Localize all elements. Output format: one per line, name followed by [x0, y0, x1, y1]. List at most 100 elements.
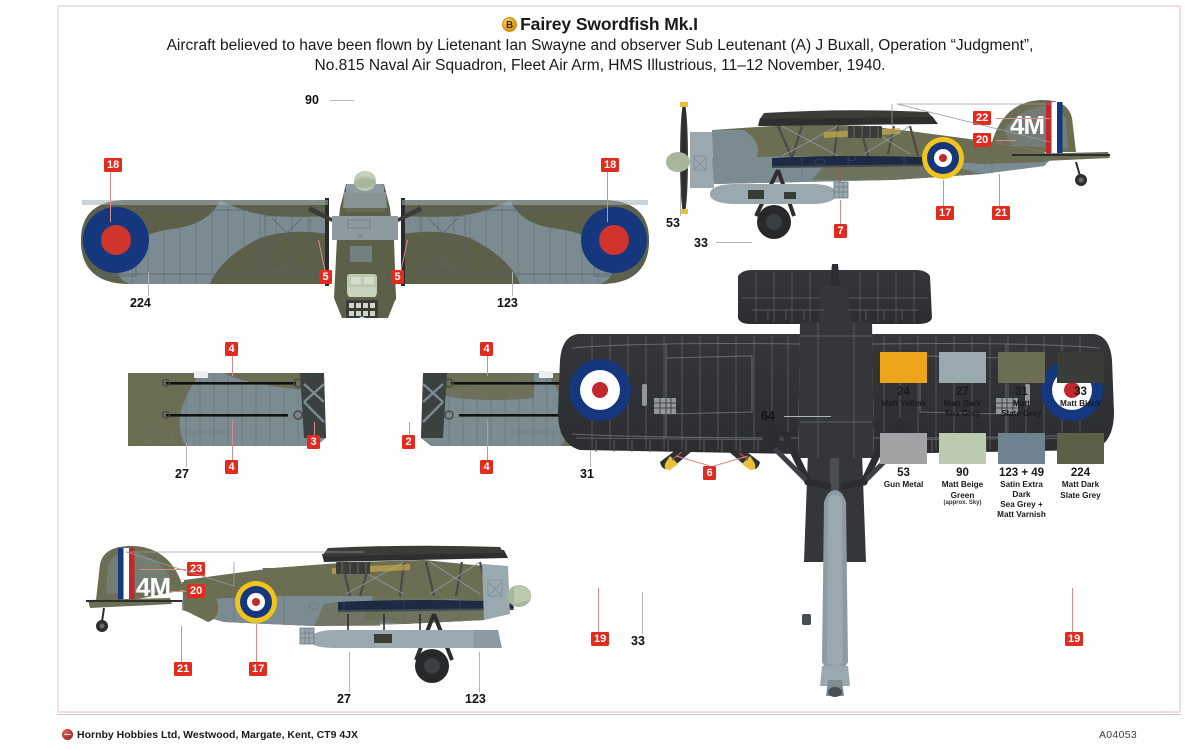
callout-6-lower: 6	[703, 466, 716, 480]
leader-27-profile	[349, 652, 350, 692]
leader-123-top	[512, 272, 513, 296]
top-view-artwork	[80, 171, 650, 326]
pointer-lines-fin-port	[74, 534, 554, 709]
callout-18-port: 18	[104, 158, 123, 172]
swatch-name2-27: Sea Grey	[944, 409, 981, 419]
colour-legend: 24 Matt Yellow 27 Matt Dark Sea Grey 31 …	[874, 352, 1110, 519]
leader-4-starboard-bottom	[487, 420, 488, 460]
callout-20-starboard: 20	[973, 133, 992, 147]
swatch-chip-33	[1057, 352, 1104, 383]
svg-text:4M: 4M	[136, 572, 170, 602]
swatch-chip-123-49	[998, 433, 1045, 465]
leader-53	[680, 188, 681, 216]
callout-17-port: 17	[249, 662, 268, 676]
legend-swatch-27: 27 Matt Dark Sea Grey	[933, 352, 992, 418]
leader-224	[148, 272, 149, 296]
leader-4-port-top	[232, 356, 233, 376]
roundel-port-upper	[83, 207, 149, 273]
leader-21-port	[181, 626, 182, 662]
legend-swatch-33: 33 Matt Black	[1051, 352, 1110, 418]
swatch-code-31: 31	[1015, 386, 1028, 398]
leader-6-lower	[648, 348, 808, 488]
callout-7: 7	[834, 224, 847, 238]
callout-18-starboard: 18	[601, 158, 620, 172]
legend-swatch-53: 53 Gun Metal	[874, 433, 933, 519]
legend-swatch-224: 224 Matt Dark Slate Grey	[1051, 433, 1110, 519]
legend-swatch-90: 90 Matt Beige Green (approx. Sky)	[933, 433, 992, 519]
leader-2	[409, 422, 410, 435]
leader-21-starboard	[999, 174, 1000, 206]
footer-divider	[57, 714, 1181, 715]
swatch-name-33: Matt Black	[1060, 399, 1101, 408]
subtitle-line-2: No.815 Naval Air Squadron, Fleet Air Arm…	[314, 57, 886, 74]
leader-4-port-bottom	[232, 420, 233, 460]
swatch-chip-53	[880, 433, 927, 465]
callout-4-starboard-bottom: 4	[480, 460, 493, 474]
leader-123-profile	[479, 652, 480, 692]
label-64: 64	[761, 409, 775, 423]
port-side-profile-view: 4M 23 20 21 17 27	[74, 534, 554, 709]
port-wing-detail-artwork	[128, 371, 326, 446]
roundel-starboard-fuselage	[922, 137, 964, 179]
hornby-logo-icon	[62, 729, 73, 740]
swatch-chip-224	[1057, 433, 1104, 465]
callout-5-port: 5	[319, 270, 332, 284]
swatch-code-27: 27	[956, 386, 969, 398]
label-123-profile: 123	[465, 692, 486, 706]
pointer-lines-fin	[652, 96, 1112, 246]
swatch-name2-123-49: Sea Grey +	[1000, 499, 1043, 509]
underside-artwork	[558, 264, 1114, 697]
label-33-starboard: 33	[694, 236, 708, 250]
label-33-under: 33	[631, 634, 645, 648]
leader-19-starboard	[1072, 588, 1073, 632]
swatch-chip-24	[880, 352, 927, 383]
page-left-rule	[57, 5, 59, 713]
swatch-chip-90	[939, 433, 986, 465]
swatch-code-90: 90	[956, 467, 969, 480]
label-224: 224	[130, 296, 151, 310]
label-27-profile: 27	[337, 692, 351, 706]
callout-5-starboard: 5	[391, 270, 404, 284]
roundel-port-under	[569, 359, 631, 421]
swatch-chip-27	[939, 352, 986, 383]
leader-20-starboard	[996, 140, 1016, 141]
legend-row-1: 24 Matt Yellow 27 Matt Dark Sea Grey 31 …	[874, 352, 1110, 418]
leader-22	[996, 118, 1050, 119]
legend-swatch-123-49: 123 + 49 Satin Extra Dark Sea Grey + Mat…	[992, 433, 1051, 519]
swatch-name-53: Gun Metal	[883, 480, 924, 490]
swatch-name-27: Matt Dark	[943, 399, 982, 408]
leader-31-wing	[590, 444, 591, 467]
leader-27-wing	[186, 444, 187, 467]
starboard-side-profile-view: 4M 22 20 7 17 21 5	[652, 96, 1112, 250]
label-90: 90	[305, 93, 319, 107]
callout-4-port-top: 4	[225, 342, 238, 356]
legend-row-2: 53 Gun Metal 90 Matt Beige Green (approx…	[874, 433, 1110, 519]
leader-23	[140, 569, 186, 570]
leader-90	[330, 100, 354, 101]
label-53: 53	[666, 216, 680, 230]
top-plan-view: 18 18 5 5 90 224 123	[60, 88, 670, 326]
label-123-top: 123	[497, 296, 518, 310]
swatch-name-224: Matt Dark	[1061, 480, 1100, 490]
swatch-chip-31	[998, 352, 1045, 383]
callout-17-starboard: 17	[936, 206, 955, 220]
leader-19-port	[598, 588, 599, 632]
swatch-code-53: 53	[897, 467, 910, 480]
swatch-approx-90: (approx. Sky)	[943, 499, 982, 506]
swatch-code-123-49: 123 + 49	[998, 467, 1045, 480]
swatch-code-24: 24	[897, 386, 910, 398]
footer-company: Hornby Hobbies Ltd, Westwood, Margate, K…	[62, 729, 358, 741]
callout-19-starboard: 19	[1065, 632, 1084, 646]
callout-19-port: 19	[591, 632, 610, 646]
roundel-port-fuselage	[235, 581, 277, 623]
leader-17-port	[256, 624, 257, 662]
swatch-code-224: 224	[1070, 467, 1091, 480]
swatch-name2-31: Slate Grey	[1001, 409, 1042, 419]
underside-plan-view: 19 19 64 33	[556, 262, 1116, 702]
leader-4-starboard-top	[487, 356, 488, 376]
leader-33-under	[642, 592, 643, 634]
page-subtitle: Aircraft believed to have been flown by …	[0, 36, 1200, 76]
callout-20-port: 20	[187, 584, 206, 598]
product-code: A04053	[1098, 729, 1137, 741]
